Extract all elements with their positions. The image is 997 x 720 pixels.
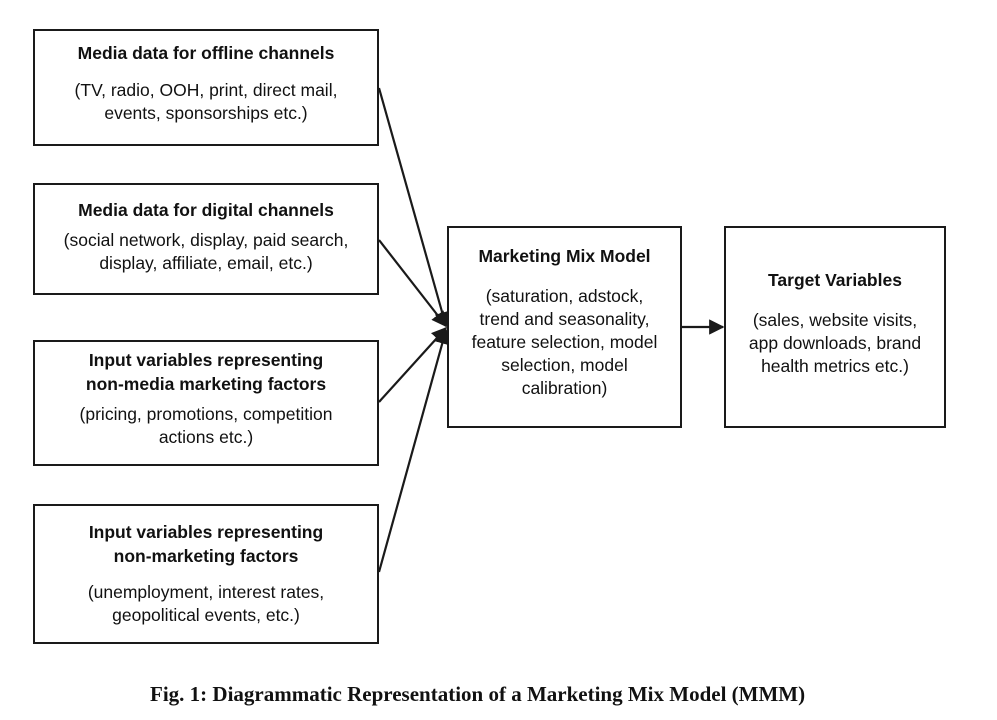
offline-media-title: Media data for offline channels	[77, 43, 335, 63]
arrow-nonmarketing-to-model	[377, 328, 450, 573]
figure-caption: Fig. 1: Diagrammatic Representation of a…	[150, 682, 806, 706]
digital-media-node: Media data for digital channels (social …	[33, 183, 379, 295]
target-variables-title: Target Variables	[768, 270, 902, 290]
non-marketing-factors-title: Input variables representing non-marketi…	[88, 522, 324, 566]
arrow-nonmedia-to-model	[378, 326, 448, 403]
offline-media-node: Media data for offline channels (TV, rad…	[33, 29, 379, 146]
marketing-mix-model-node: Marketing Mix Model (saturation, adstock…	[447, 226, 682, 428]
non-marketing-factors-details: (unemployment, interest rates, geopoliti…	[87, 582, 325, 625]
non-media-factors-title: Input variables representing non-media m…	[85, 350, 327, 394]
marketing-mix-model-details: (saturation, adstock, trend and seasonal…	[471, 286, 658, 398]
non-media-factors-details: (pricing, promotions, competition action…	[79, 404, 333, 447]
arrow-digital-to-model	[378, 239, 447, 328]
target-variables-node: Target Variables (sales, website visits,…	[724, 226, 946, 428]
non-media-factors-node: Input variables representing non-media m…	[33, 340, 379, 466]
offline-media-details: (TV, radio, OOH, print, direct mail, eve…	[74, 80, 338, 123]
target-variables-details: (sales, website visits, app downloads, b…	[748, 310, 922, 376]
digital-media-details: (social network, display, paid search, d…	[63, 230, 349, 273]
non-marketing-factors-node: Input variables representing non-marketi…	[33, 504, 379, 644]
digital-media-title: Media data for digital channels	[78, 200, 334, 220]
arrow-offline-to-model	[377, 87, 450, 328]
marketing-mix-model-title: Marketing Mix Model	[478, 246, 651, 266]
